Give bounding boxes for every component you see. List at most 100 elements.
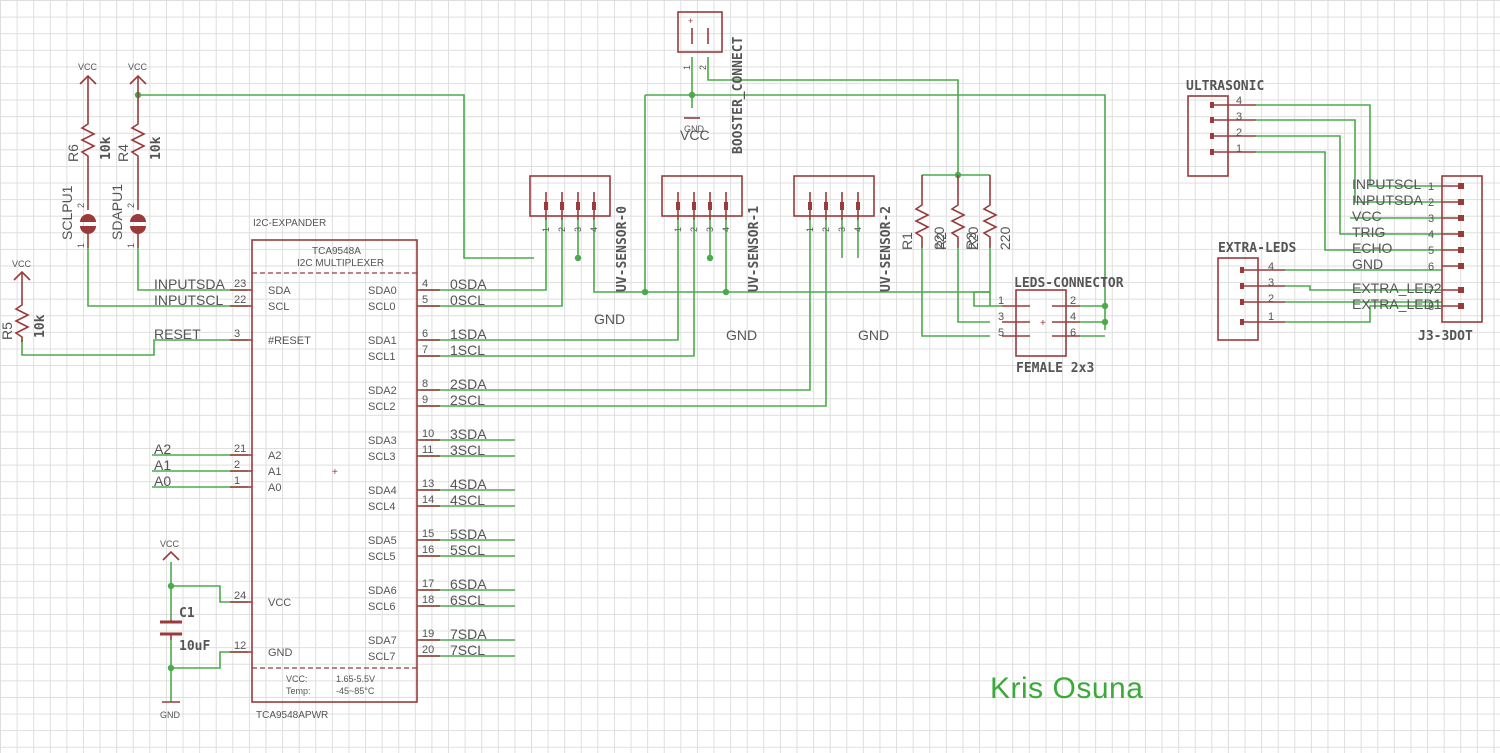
mux-pin-number: 14 (422, 494, 434, 506)
mux-net-label: 6SCL (450, 592, 485, 608)
mux-pin-number: 23 (234, 278, 246, 290)
vcc-label: VCC (128, 62, 148, 72)
mux-pin-number: 5 (422, 294, 428, 306)
mux-pin-number: 4 (422, 278, 428, 290)
svg-text:1: 1 (1236, 143, 1242, 155)
j3-pin-number: 6 (1428, 261, 1434, 273)
mux-net-label: A2 (154, 441, 171, 457)
resistor-r4: R4 10k (115, 110, 164, 168)
mux-pin-name: SDA3 (368, 435, 397, 447)
gnd-label-uv2: GND (858, 327, 889, 343)
mux-net-label: 3SCL (450, 442, 485, 458)
r4-name: R4 (115, 144, 131, 162)
mux-left-pins: 23SDAINPUTSDA22SCLINPUTSCL3#RESETRESET21… (154, 276, 311, 659)
mux-pin-name: VCC (268, 597, 291, 609)
gnd-label: GND (684, 124, 705, 134)
j3-pin-number: 5 (1428, 245, 1434, 257)
svg-text:1: 1 (76, 243, 86, 248)
ultrasonic-label: ULTRASONIC (1186, 79, 1264, 94)
mux-pin-name: SCL5 (368, 551, 396, 563)
svg-text:4: 4 (1070, 311, 1076, 323)
mux-net-label: 2SDA (450, 376, 487, 392)
mux-title: TCA9548A (312, 246, 361, 257)
sclpu1-label: SCLPU1 (59, 185, 75, 240)
mux-pin-number: 8 (422, 378, 428, 390)
svg-text:4: 4 (1268, 261, 1274, 273)
mux-pin-number: 24 (234, 590, 246, 602)
c1-value: 10uF (179, 639, 210, 654)
mux-net-label: 7SDA (450, 626, 487, 642)
mux-pin-name: SDA7 (368, 635, 397, 647)
svg-text:1: 1 (682, 65, 692, 70)
svg-text:1: 1 (998, 295, 1004, 307)
mux-subtitle: I2C MULTIPLEXER (297, 258, 384, 269)
vcc-symbol-c1: VCC (160, 539, 180, 561)
uv-pin-number: 1 (541, 227, 551, 232)
svg-text:+: + (688, 16, 693, 26)
j3-net-label: EXTRA_LED1 (1352, 296, 1442, 312)
mux-net-label: 1SDA (450, 326, 487, 342)
mux-pin-name: SCL7 (368, 651, 396, 663)
mux-pin-name: GND (268, 647, 293, 659)
mux-pin-name: #RESET (268, 335, 311, 347)
mux-vcc-label: VCC: (286, 674, 308, 684)
uv2-label: UV-SENSOR-2 (879, 206, 894, 292)
j3-net-label: ECHO (1352, 240, 1393, 256)
r6-name: R6 (65, 144, 81, 162)
vcc-symbol-r4: VCC (128, 62, 148, 110)
svg-text:5: 5 (998, 327, 1004, 339)
mux-pin-number: 21 (234, 443, 246, 455)
mux-pin-name: SDA5 (368, 535, 397, 547)
mux-net-label: 2SCL (450, 392, 485, 408)
r6-value: 10k (99, 136, 114, 160)
mux-pin-number: 15 (422, 528, 434, 540)
svg-text:1: 1 (126, 243, 136, 248)
mux-pin-number: 11 (422, 444, 433, 456)
svg-text:3: 3 (998, 311, 1004, 323)
mux-pin-number: 10 (422, 428, 434, 440)
vcc-label: VCC (78, 62, 98, 72)
r5-name: R5 (0, 322, 15, 340)
mux-pin-name: SCL (268, 301, 289, 313)
r4-value: 10k (149, 136, 164, 160)
svg-text:6: 6 (1070, 327, 1076, 339)
mux-vcc-value: 1.65-5.5V (336, 674, 375, 684)
mux-pin-name: SCL6 (368, 601, 396, 613)
mux-temp-label: Temp: (286, 686, 311, 696)
junctions (134, 91, 1109, 672)
svg-text:2: 2 (76, 203, 86, 208)
c1-name: C1 (179, 606, 195, 621)
j3-pin-number: 3 (1428, 213, 1434, 225)
mux-pin-name: SCL4 (368, 501, 396, 513)
booster-vcc-label: VCC (680, 127, 710, 143)
mux-pin-name: SDA0 (368, 285, 397, 297)
sdapu1-label: SDAPU1 (109, 184, 125, 240)
j3-label: J3-3DOT (1418, 329, 1473, 344)
mux-pin-name: SDA4 (368, 485, 397, 497)
extra-leds-connector: EXTRA-LEDS 43 21 (1217, 241, 1296, 341)
mux-pin-number: 19 (422, 628, 434, 640)
mux-temp-value: -45~85°C (336, 686, 375, 696)
resistor-r5: R5 10k (0, 295, 48, 342)
j3-net-label: EXTRA_LED2 (1352, 280, 1442, 296)
uv-pin-number: 3 (573, 227, 583, 232)
resistor-r1: R1 220 (899, 175, 947, 250)
mux-net-label: 6SDA (450, 576, 487, 592)
mux-pin-number: 17 (422, 578, 434, 590)
mux-pin-number: 2 (234, 459, 240, 471)
mux-pin-name: SDA6 (368, 585, 397, 597)
uv-pin-number: 3 (837, 227, 847, 232)
uv-pin-number: 4 (589, 227, 599, 232)
j3-pin-number: 2 (1428, 197, 1434, 209)
svg-text:2: 2 (698, 65, 708, 70)
r2-name: R2 (933, 232, 949, 250)
jumper-sclpu1: SCLPU1 2 1 (59, 168, 96, 248)
mux-pin-number: 22 (234, 294, 246, 306)
r2-value: 220 (965, 226, 981, 250)
vcc-label: VCC (12, 259, 32, 269)
